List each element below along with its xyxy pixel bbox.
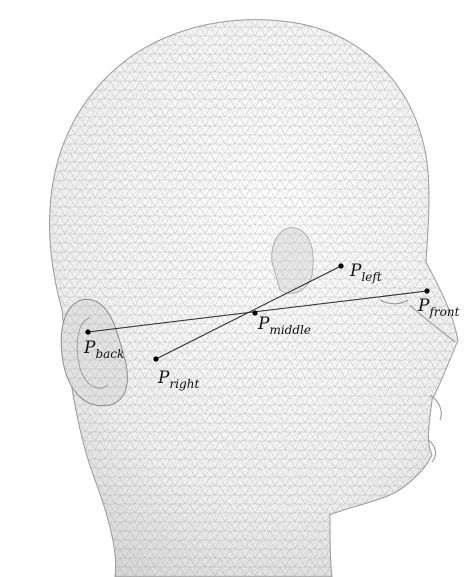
point-right (153, 356, 158, 361)
point-left (338, 263, 343, 268)
point-back (85, 329, 90, 334)
point-middle (252, 310, 257, 315)
point-front (424, 288, 429, 293)
